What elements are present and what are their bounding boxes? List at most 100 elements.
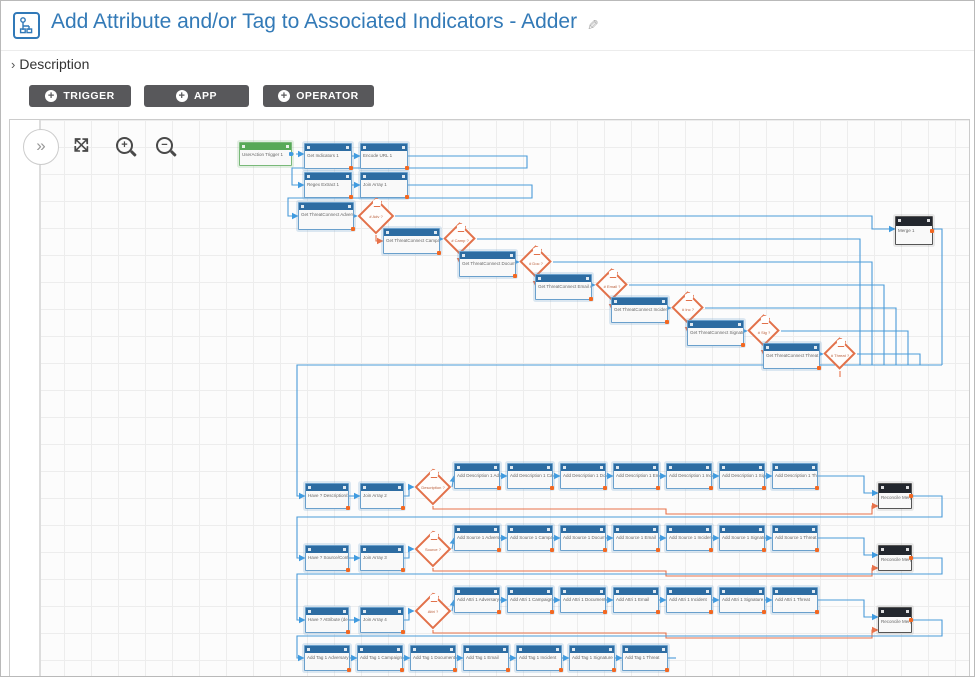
node-add-description-campaign[interactable]: Add Description 1 Campaign [507,463,554,490]
node-get-tc-incident-assoc[interactable]: Get ThreatConnect Incident... [611,297,669,324]
success-port[interactable] [815,548,819,552]
success-port[interactable] [346,506,350,510]
output-port[interactable] [289,152,293,156]
node-get-tc-signature-assoc[interactable]: Get ThreatConnect Signature... [687,320,745,347]
success-port[interactable] [815,610,819,614]
node-add-source-threat[interactable]: Add Source 1 Threat [772,525,819,552]
add-trigger-button[interactable]: + TRIGGER [29,85,131,107]
success-port[interactable] [349,195,353,199]
success-port[interactable] [656,610,660,614]
success-port[interactable] [930,228,934,233]
success-port[interactable] [550,548,554,552]
success-port[interactable] [817,366,821,370]
success-port[interactable] [589,297,593,301]
node-op-description[interactable]: Description ? [414,468,452,506]
node-add-description-threat[interactable]: Add Description 1 Threat [772,463,819,490]
success-port[interactable] [709,548,713,552]
node-add-tag-campaign[interactable]: Add Tag 1 Campaign [357,645,404,672]
node-add-source-incident[interactable]: Add Source 1 Incident [666,525,713,552]
success-port[interactable] [405,195,409,199]
node-op-num-sig[interactable]: # Sig ? [747,314,781,348]
node-get-indicators-1[interactable]: Get Indicators 1 [304,143,353,170]
success-port[interactable] [346,568,350,572]
node-add-attri-signature[interactable]: Add Attri 1 Signature [719,587,766,614]
node-reconcile-merge-3[interactable]: Reconcile Merge 3 [878,607,913,633]
success-port[interactable] [815,486,819,490]
success-port[interactable] [762,548,766,552]
success-port[interactable] [401,568,405,572]
node-have-description[interactable]: Have ? Description/Summ... [305,483,350,510]
node-add-attri-adversary[interactable]: Add Attri 1 Adversary [454,587,501,614]
success-port[interactable] [497,486,501,490]
node-useraction-trigger-1[interactable]: UserAction Trigger 1 [239,142,293,166]
node-op-source[interactable]: Source ? [414,530,452,568]
collapse-panel-button[interactable]: » [23,129,59,165]
success-port[interactable] [513,274,517,278]
node-add-source-email[interactable]: Add Source 1 Email [613,525,660,552]
success-port[interactable] [603,548,607,552]
success-port[interactable] [453,668,457,672]
node-add-attri-email[interactable]: Add Attri 1 Email [613,587,660,614]
node-merge-1[interactable]: Merge 1 [895,216,934,245]
node-add-description-email[interactable]: Add Description 1 Email [613,463,660,490]
success-port[interactable] [506,668,510,672]
node-add-tag-email[interactable]: Add Tag 1 Email [463,645,510,672]
success-port[interactable] [437,251,441,255]
node-add-tag-threat[interactable]: Add Tag 1 Threat [622,645,669,672]
success-port[interactable] [603,610,607,614]
node-op-num-camp[interactable]: # Camp ? [443,222,477,256]
success-port[interactable] [346,630,350,634]
success-port[interactable] [347,668,351,672]
node-have-source[interactable]: Have ? Source/Confid... [305,545,350,572]
node-get-tc-document-assoc[interactable]: Get ThreatConnect Document... [459,251,517,278]
node-op-attribute[interactable]: Attri ? [414,592,452,630]
node-op-num-inc[interactable]: # Inc ? [671,291,705,325]
success-port[interactable] [656,548,660,552]
success-port[interactable] [762,486,766,490]
node-op-num-adv[interactable]: # Adv ? [357,197,395,235]
success-port[interactable] [401,630,405,634]
success-port[interactable] [550,486,554,490]
node-add-description-incident[interactable]: Add Description 1 Incident [666,463,713,490]
add-operator-button[interactable]: + OPERATOR [263,85,374,107]
success-port[interactable] [909,556,913,560]
node-add-description-adversary[interactable]: Add Description 1 Adversary [454,463,501,490]
node-add-source-adversary[interactable]: Add Source 1 Adversary [454,525,501,552]
success-port[interactable] [656,486,660,490]
success-port[interactable] [665,668,669,672]
success-port[interactable] [550,610,554,614]
node-add-tag-incident[interactable]: Add Tag 1 Incident [516,645,563,672]
success-port[interactable] [405,166,409,170]
node-join-array-3[interactable]: Join Array 3 [360,545,405,572]
success-port[interactable] [612,668,616,672]
node-add-source-document[interactable]: Add Source 1 Document [560,525,607,552]
node-encode-url-1[interactable]: Encode URL 1 [360,143,409,170]
node-add-tag-document[interactable]: Add Tag 1 Document [410,645,457,672]
description-toggle[interactable]: ›Description [11,56,89,72]
success-port[interactable] [741,343,745,347]
node-add-source-signature[interactable]: Add Source 1 Signature [719,525,766,552]
success-port[interactable] [909,494,913,498]
node-add-attri-threat[interactable]: Add Attri 1 Threat [772,587,819,614]
success-port[interactable] [709,486,713,490]
node-add-tag-adversary[interactable]: Add Tag 1 Adversary [304,645,351,672]
node-get-tc-campaign-assoc[interactable]: Get ThreatConnect Campaign... [383,228,441,255]
success-port[interactable] [762,610,766,614]
success-port[interactable] [497,610,501,614]
node-add-attri-campaign[interactable]: Add Attri 1 Campaign [507,587,554,614]
success-port[interactable] [349,166,353,170]
pencil-icon[interactable]: ✎ [587,17,599,33]
node-op-num-email[interactable]: # Email ? [595,268,629,302]
success-port[interactable] [909,618,913,622]
node-add-attri-incident[interactable]: Add Attri 1 Incident [666,587,713,614]
node-add-attri-document[interactable]: Add Attri 1 Document [560,587,607,614]
node-get-tc-email-assoc[interactable]: Get ThreatConnect Email A... [535,274,593,301]
node-add-source-campaign[interactable]: Add Source 1 Campaign [507,525,554,552]
node-join-array-4[interactable]: Join Array 4 [360,607,405,634]
node-op-num-doc[interactable]: # Doc ? [519,245,553,279]
success-port[interactable] [559,668,563,672]
node-add-description-signature[interactable]: Add Description 1 Signature [719,463,766,490]
node-add-description-document[interactable]: Add Description 1 Document [560,463,607,490]
success-port[interactable] [603,486,607,490]
success-port[interactable] [351,227,355,231]
